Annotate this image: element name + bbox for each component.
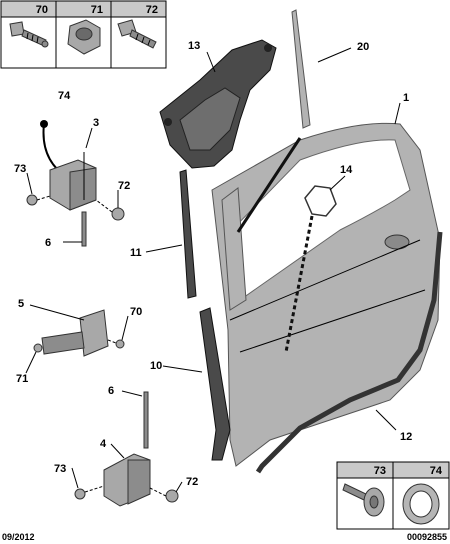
door-seal-12	[255, 231, 443, 474]
screw-72-icon	[117, 19, 157, 49]
callout-6-upper: 6	[45, 237, 51, 249]
fastener-legend-bottom: 73 74	[336, 461, 450, 530]
window-channel-20	[291, 9, 311, 129]
b-pillar-strip-11	[179, 169, 197, 299]
bolt-72-lower-icon	[149, 487, 179, 503]
legend-label-70: 70	[36, 4, 48, 16]
legend-label-73: 73	[374, 465, 386, 477]
callout-6-lower: 6	[108, 385, 114, 397]
callout-10: 10	[150, 360, 162, 372]
callout-72-lower: 72	[186, 476, 198, 488]
legend-label-72: 72	[146, 4, 158, 16]
bolt-73-lower-icon	[74, 485, 105, 500]
callout-1: 1	[403, 92, 409, 104]
lower-hinge-assembly	[74, 391, 179, 507]
fastener-legend-top: 70 71 72	[0, 0, 167, 69]
bolt-70-icon	[107, 339, 125, 349]
nut-71-icon	[67, 19, 101, 55]
upper-hinge-assembly	[26, 120, 125, 247]
callout-11: 11	[130, 247, 142, 259]
door-handle-icon	[384, 234, 410, 250]
callout-70: 70	[130, 306, 142, 318]
callout-3: 3	[93, 117, 99, 129]
membrane-gasket-14	[236, 137, 337, 353]
callout-5: 5	[18, 298, 24, 310]
footer-date: 09/2012	[2, 532, 35, 542]
screw-73-icon	[342, 483, 385, 517]
callout-4: 4	[100, 438, 107, 450]
rear-door-shell-1	[211, 122, 441, 467]
callout-14: 14	[340, 164, 353, 176]
callout-13: 13	[188, 40, 200, 52]
callout-73-lower: 73	[54, 463, 66, 475]
callout-74: 74	[58, 90, 71, 102]
callout-20: 20	[357, 41, 369, 53]
leader-lines	[25, 47, 401, 493]
screw-70-icon	[9, 21, 49, 48]
legend-label-74: 74	[430, 465, 443, 477]
bolt-72-upper-icon	[95, 199, 125, 221]
door-trim-panel-13	[159, 39, 277, 169]
callout-71: 71	[16, 373, 28, 385]
callout-72-upper: 72	[118, 180, 130, 192]
callout-labels: 1 3 13 20 74 14 73 72 6 11 5 70 71 10 12…	[14, 40, 412, 488]
footer-ref: 00092855	[407, 532, 447, 542]
legend-label-71: 71	[91, 4, 103, 16]
callout-12: 12	[400, 431, 412, 443]
callout-73-upper: 73	[14, 163, 26, 175]
washer-74-icon	[402, 483, 440, 525]
bolt-73-upper-icon	[26, 194, 51, 206]
door-check-strap-assembly	[33, 309, 125, 357]
rear-strip-10	[199, 307, 231, 461]
